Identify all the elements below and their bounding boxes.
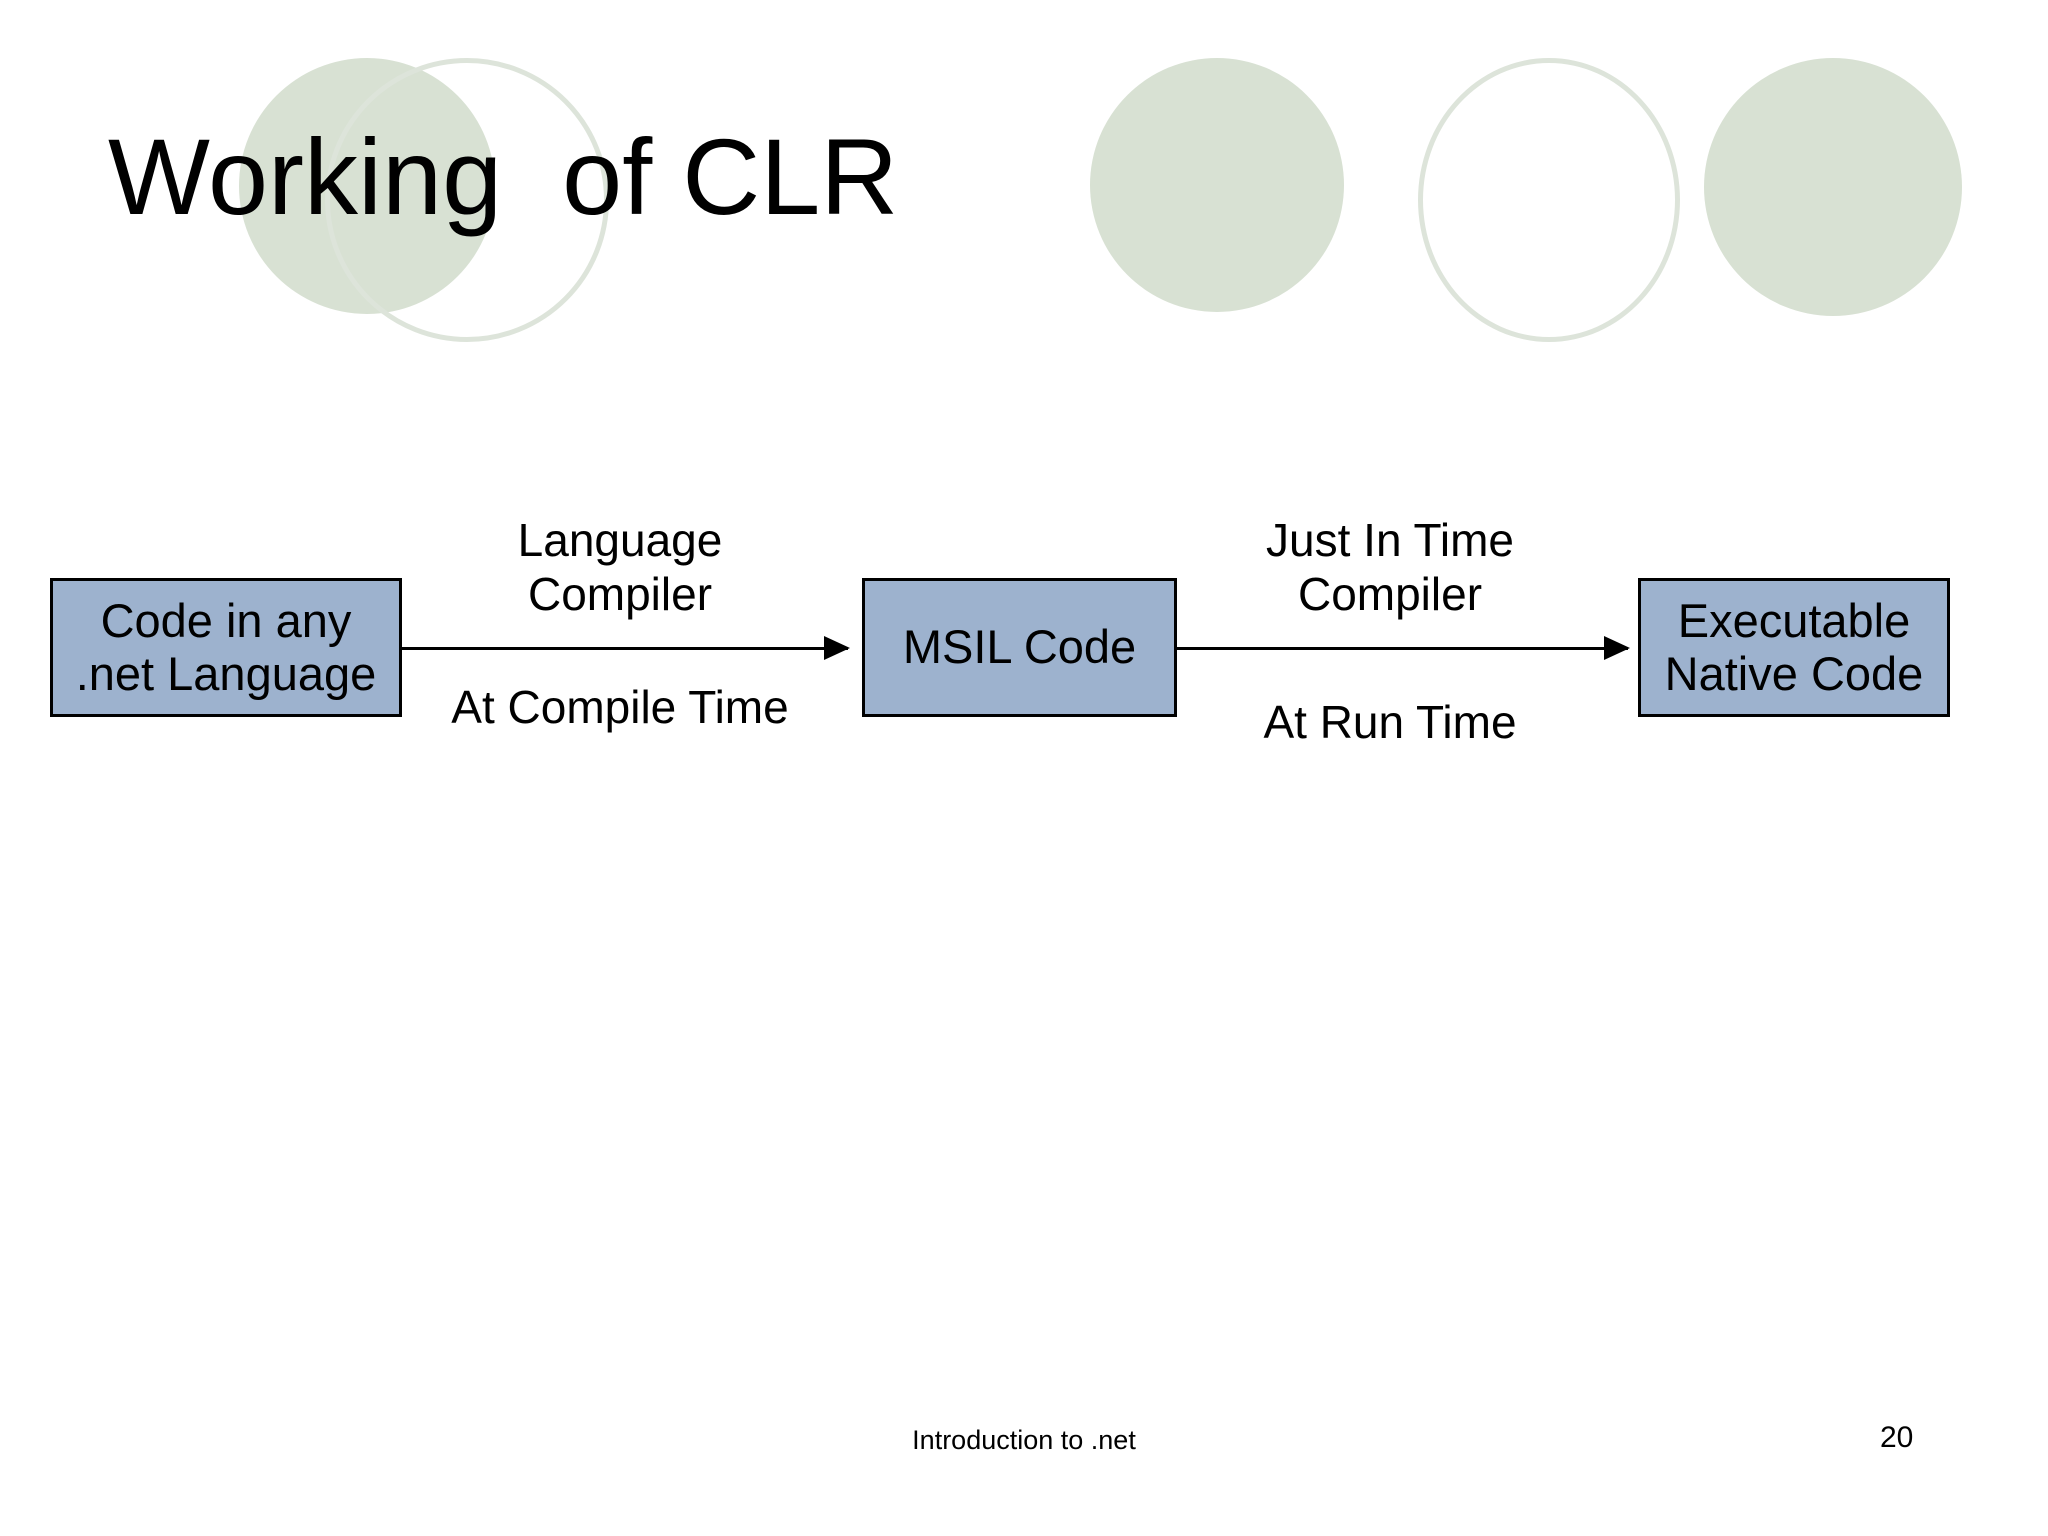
flow-node-source-code[interactable]: Code in any .net Language	[50, 578, 402, 717]
decorative-circle-2	[325, 58, 609, 342]
arrow-head-icon	[1604, 636, 1630, 660]
slide-title: Working of CLR	[108, 116, 899, 237]
decorative-circle-3	[1090, 58, 1344, 312]
edge-label-just-in-time-compiler: Just In Time Compiler	[1266, 514, 1514, 621]
flow-node-native-code[interactable]: Executable Native Code	[1638, 578, 1950, 717]
flow-node-msil-code[interactable]: MSIL Code	[862, 578, 1177, 717]
arrow-shaft	[400, 647, 848, 650]
flow-arrow-msil-to-native	[1176, 636, 1630, 660]
edge-label-at-compile-time: At Compile Time	[451, 681, 789, 733]
edge-label-at-run-time: At Run Time	[1263, 696, 1517, 748]
footer-note: Introduction to .net	[912, 1425, 1136, 1455]
arrow-head-icon	[824, 636, 850, 660]
decorative-circle-4	[1418, 58, 1680, 342]
edge-label-language-compiler: Language Compiler	[517, 514, 723, 621]
slide-page-number: 20	[1880, 1421, 1914, 1454]
decorative-circle-5	[1704, 58, 1962, 316]
arrow-shaft	[1176, 647, 1628, 650]
flow-arrow-source-to-msil	[400, 636, 850, 660]
